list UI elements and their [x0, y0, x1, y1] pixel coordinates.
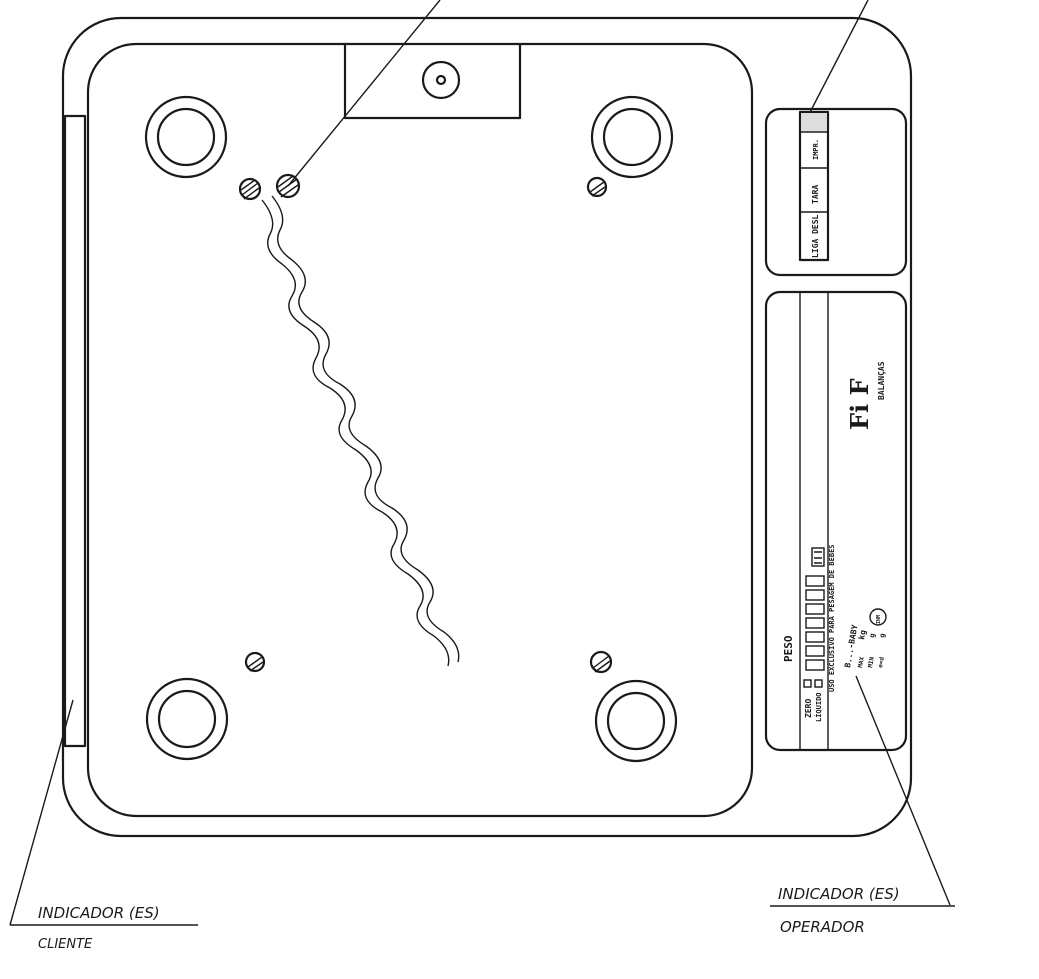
eval-unit: g	[878, 633, 887, 639]
max-unit: kg	[857, 629, 868, 640]
seal-leader-line	[287, 0, 441, 187]
operator-leader-line	[855, 675, 951, 906]
operator-callout-line1: INDICADOR (ES)	[778, 885, 900, 903]
client-callout-line1: INDICADOR (ES)	[38, 904, 160, 922]
seal-screw-bottom-right	[589, 650, 613, 674]
min-unit: g	[868, 633, 877, 639]
inmetro-seal: INM	[869, 608, 887, 626]
scale-platform	[86, 42, 754, 818]
seal-wire-inner	[271, 195, 460, 663]
client-leader-line	[9, 699, 74, 926]
key-label-impr: IMPR.	[812, 139, 820, 160]
zero-indicator-lamp	[803, 679, 812, 688]
small-brand-mark	[811, 547, 825, 567]
operator-callout-line2: OPERADOR	[780, 918, 865, 936]
tab-inner-hole	[435, 74, 447, 86]
brand-name: BALANÇAS	[877, 361, 886, 400]
top-tab	[343, 42, 522, 120]
client-indicator-strip	[63, 114, 87, 748]
foot-top-left	[144, 95, 228, 179]
key-strip	[798, 110, 830, 262]
peso-label: PESO	[782, 635, 795, 662]
keypad-leader-line	[805, 0, 869, 121]
foot-bottom-left	[145, 677, 229, 761]
weight-display-digits	[805, 575, 825, 671]
scale-outer-body	[61, 16, 913, 838]
liquido-label: LÍQUIDO	[814, 692, 823, 722]
screw-top-right	[586, 176, 608, 198]
eval-label: e=d	[877, 656, 886, 668]
lower-panel	[764, 290, 908, 752]
seal-screw-top-left-a	[238, 177, 262, 201]
liquido-indicator-lamp	[814, 679, 823, 688]
key-label-tara: TARA	[811, 185, 820, 204]
foot-bottom-right	[594, 679, 678, 763]
client-callout-line2: CLIENTE	[38, 937, 93, 952]
max-label: MAX	[857, 656, 866, 668]
upper-panel	[764, 107, 908, 277]
inmetro-seal-label: INM	[876, 615, 882, 624]
screw-bottom-left	[244, 651, 266, 673]
usage-note: USO EXCLUSIVO PARA PESAGEM DE BEBÊS	[827, 544, 836, 692]
foot-top-right	[590, 95, 674, 179]
min-label: MIN	[867, 656, 876, 668]
seal-wire	[261, 199, 450, 667]
tab-outer-ring	[421, 60, 461, 100]
key-label-liga: LIGA DESL.	[811, 210, 820, 258]
brand-logo: Fi F BALANÇAS	[845, 361, 886, 430]
brand-logo-mark: Fi F	[845, 378, 874, 430]
zero-label: ZERO	[804, 699, 813, 718]
